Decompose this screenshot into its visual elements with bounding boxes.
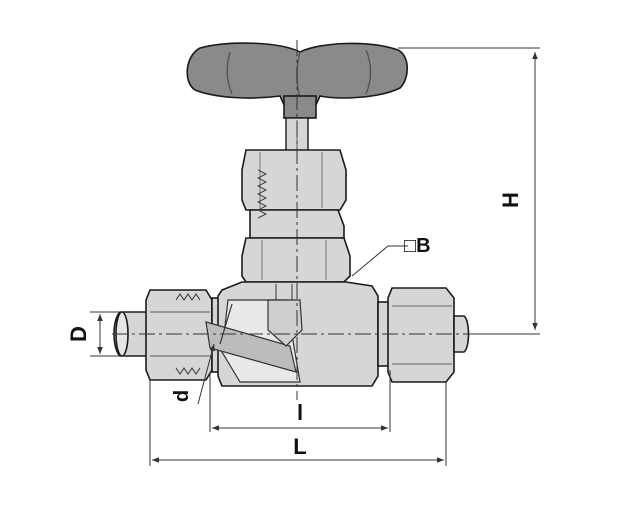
outlet-fitting [377, 287, 470, 383]
dimension-label-d-bore: d [171, 390, 193, 402]
dimension-label-b-square: □B [404, 235, 431, 257]
dimension-label-l-body: l [297, 400, 303, 425]
dimension-label-l-total: L [293, 434, 306, 459]
bonnet [241, 149, 351, 283]
dimension-label-d-outer: D [66, 326, 91, 342]
dimension-label-h: H [498, 192, 523, 208]
centerlines [112, 40, 470, 400]
dimension-lines [90, 47, 540, 466]
